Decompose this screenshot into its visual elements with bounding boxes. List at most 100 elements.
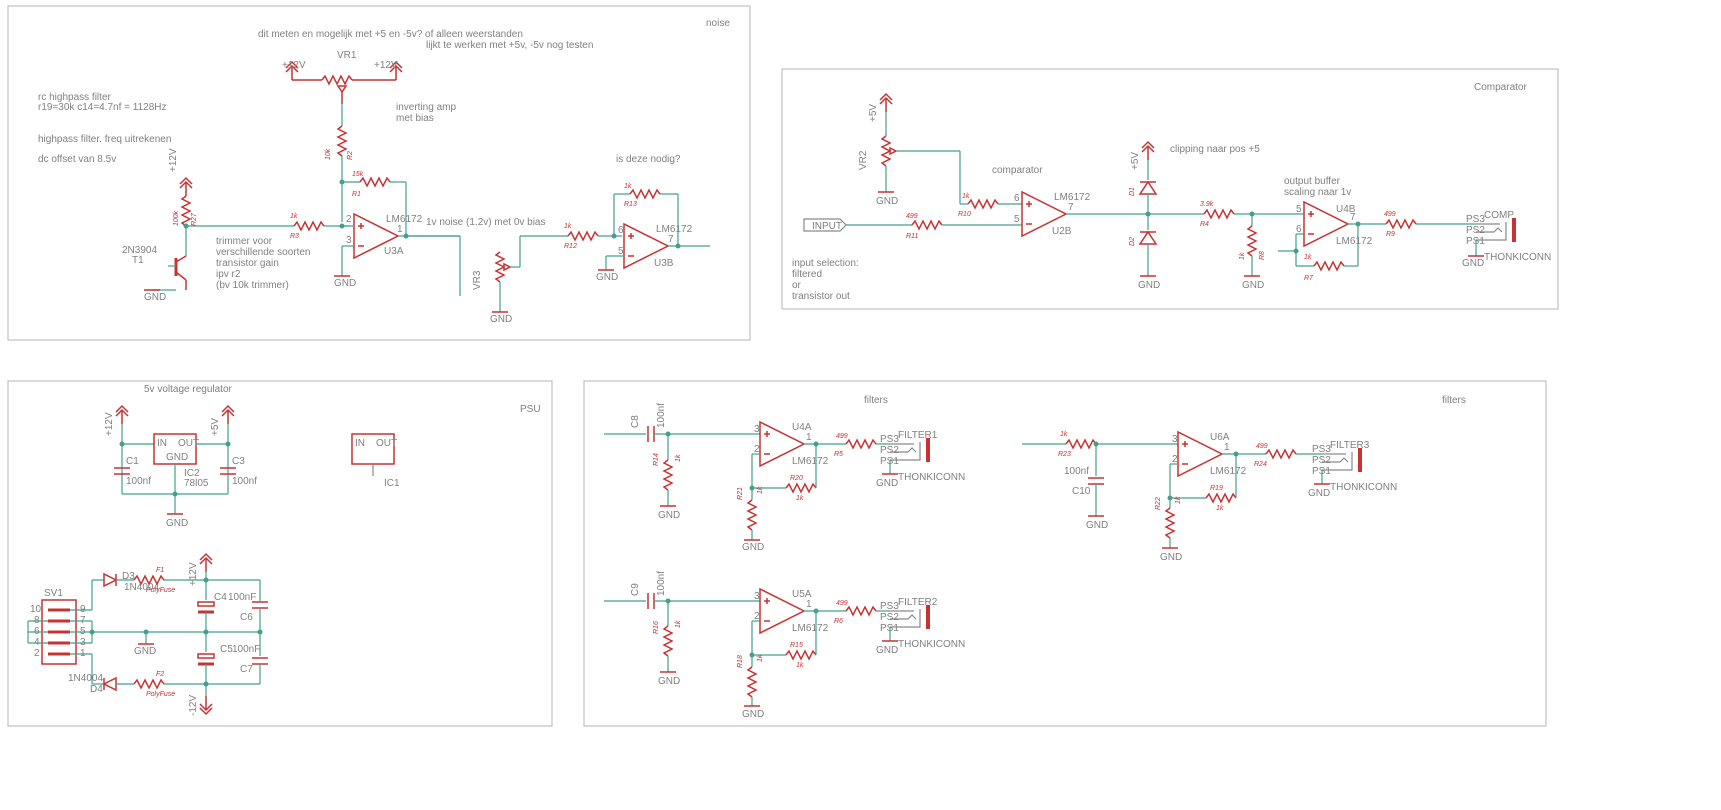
fuse-f2 [133, 679, 165, 689]
note-output-buffer: output buffer [1284, 176, 1341, 187]
r6-label: R6 [834, 618, 843, 625]
u3a-gnd: GND [334, 278, 356, 289]
resistor-r4 [1203, 209, 1235, 219]
resistor-r16 [663, 625, 673, 657]
resistor-r1 [359, 177, 391, 187]
f1-gnd: GND [658, 510, 680, 521]
f2-value: PolyFuse [146, 691, 175, 698]
svg-text:IN: IN [157, 438, 167, 449]
resistor-r7 [1313, 261, 1345, 271]
sv1-label: SV1 [44, 588, 63, 599]
c4-value: 100nF [228, 592, 256, 603]
r19-value: 1k [1216, 505, 1224, 512]
capacitor-c5 [197, 653, 215, 666]
r22-label: R22 [1155, 497, 1162, 510]
u2b-part: LM6172 [1054, 192, 1091, 203]
r9-value: 499 [1384, 211, 1396, 218]
u3b-pin6: 6 [618, 225, 624, 236]
note-noise-seems: lijkt te werken met +5v, -5v nog testen [426, 40, 593, 51]
comp-ps3: PS3 [1466, 214, 1485, 225]
resistor-r15 [785, 650, 817, 660]
frame-filters [583, 380, 1547, 727]
sv1-pin2: 2 [34, 648, 40, 659]
u2b-pin7: 7 [1068, 202, 1074, 213]
capacitor-c4 [197, 601, 215, 614]
reg-out-supply: +5V [210, 418, 221, 436]
supply-plus12-rail [199, 553, 213, 573]
rail-plus12: +12V [188, 562, 199, 586]
r11-label: R11 [906, 233, 918, 240]
note-trimmer-2: verschillende soorten [216, 247, 311, 258]
note-inverting-amp: inverting amp [396, 102, 456, 113]
filter3-thonk: THONKICONN [1330, 482, 1397, 493]
r2-label: R2 [347, 151, 354, 160]
r13-label: R13 [624, 201, 637, 208]
u3b-pin7: 7 [668, 234, 674, 245]
resistor-r6 [845, 606, 877, 616]
filter1-gnd: GND [876, 478, 898, 489]
frame-psu [7, 380, 553, 727]
u4b-label: U4B [1336, 204, 1356, 215]
f1-value: PolyFuse [146, 587, 175, 594]
note-is-nodig: is deze nodig? [616, 154, 681, 165]
diode-d2 [1138, 230, 1158, 245]
note-met-bias: met bias [396, 113, 434, 124]
d1-label: D1 [1129, 187, 1136, 196]
supply-plus12-reg [115, 405, 129, 425]
r12-value: 1k [564, 223, 572, 230]
d3-part: 1N4004 [124, 582, 159, 593]
filter3-ps2: PS2 [1312, 455, 1331, 466]
ic1-label: IC1 [384, 478, 400, 489]
r18-label: R18 [737, 655, 744, 668]
note-highpass-calc: highpass filter. freq uitrekenen [38, 134, 171, 145]
c3-value: 100nf [232, 476, 257, 487]
u5a-part: LM6172 [792, 623, 829, 634]
resistor-r3 [293, 221, 325, 231]
r20-value: 1k [796, 495, 804, 502]
ic2-part: 78l05 [184, 478, 209, 489]
resistor-r18 [747, 666, 757, 698]
filter1-ps2: PS2 [880, 445, 899, 456]
resistor-r12 [567, 231, 599, 241]
r13-value: 1k [624, 183, 632, 190]
resistor-r10 [967, 199, 999, 209]
svg-text:GND: GND [166, 452, 188, 463]
u3a-part: LM6172 [386, 214, 423, 225]
r24-value: 499 [1256, 443, 1268, 450]
note-input-sel-2: filtered [792, 269, 822, 280]
svg-text:OUT: OUT [376, 438, 397, 449]
u3b-gnd: GND [596, 272, 618, 283]
u3b-part: LM6172 [656, 224, 693, 235]
d1-supply-label: +5V [1130, 152, 1141, 170]
u6a-pin2: 2 [1172, 454, 1178, 465]
r24-label: R24 [1254, 461, 1267, 468]
capacitor-c1 [114, 467, 130, 475]
resistor-r27 [181, 195, 191, 227]
u4a-label: U4A [792, 422, 812, 433]
u3b-pin5: 5 [618, 246, 624, 257]
comp-ps2: PS2 [1466, 225, 1485, 236]
capacitor-c7 [252, 657, 268, 665]
input-port[interactable]: INPUT [803, 218, 847, 232]
note-regulator: 5v voltage regulator [144, 384, 233, 395]
supply-plus5-vr2 [879, 93, 893, 113]
r4-label: R4 [1200, 221, 1209, 228]
note-trimmer-4: ipv r2 [216, 269, 241, 280]
capacitor-c3 [220, 467, 236, 475]
r14-value: 1k [675, 454, 682, 462]
r19-label: R19 [1210, 485, 1223, 492]
r21-label: R21 [737, 487, 744, 500]
f2-gnd-2: GND [742, 709, 764, 720]
u5a-pin3: 3 [754, 591, 760, 602]
regulator-ic2: IN OUT GND [153, 433, 199, 465]
rail-minus12: -12V [188, 695, 199, 716]
filter2-gnd: GND [876, 645, 898, 656]
comp-label: COMP [1484, 210, 1514, 221]
sheet-label-filters-left: filters [864, 395, 888, 406]
u6a-part: LM6172 [1210, 466, 1247, 477]
u4b-part: LM6172 [1336, 236, 1373, 247]
c10-value: 100nf [1064, 466, 1089, 477]
resistor-r11 [911, 220, 943, 230]
r15-value: 1k [796, 662, 804, 669]
